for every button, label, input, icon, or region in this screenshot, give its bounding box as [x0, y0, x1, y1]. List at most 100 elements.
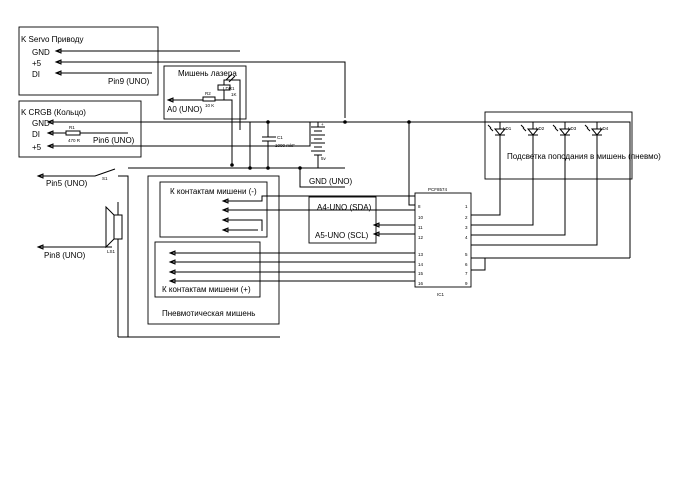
junction-dot [248, 166, 252, 170]
backlight-label: Подсветка поподания в мишень (пневмо) [507, 152, 661, 161]
i2c-wires [374, 224, 415, 235]
ic1-pin: 10 [418, 215, 424, 220]
arrow-icon [46, 119, 54, 125]
ic1-name: IC1 [437, 292, 445, 297]
ic1-pin: 7 [465, 271, 468, 276]
arrow-icon [372, 222, 380, 237]
ic1-pin: 9 [465, 281, 468, 286]
junction-dot [230, 163, 234, 167]
arrow-icon [36, 173, 44, 179]
ic1-pin: 2 [465, 215, 468, 220]
sda-label: A4-UNO (SDA) [317, 203, 372, 212]
led-label: LD4 [600, 126, 609, 131]
c1-name: C1 [277, 135, 283, 140]
gnd-uno-label: GND (UNO) [309, 177, 352, 186]
speaker-wire [38, 202, 119, 337]
gnd-uno-wire [299, 168, 345, 188]
servo-title: K Servo Приводу [21, 35, 83, 44]
pneumatic-target-box [147, 175, 280, 325]
light-arrows-icon [225, 73, 236, 83]
junction-dot [343, 120, 347, 124]
ic1-pin: 12 [418, 235, 424, 240]
led-icon [590, 128, 604, 136]
c1-value: 1000 mkF [275, 143, 295, 148]
servo-connector-box [18, 26, 159, 96]
junction-dot [266, 166, 270, 170]
led-supply-wires [499, 122, 598, 129]
speaker-icon [113, 214, 123, 240]
arrow-icon [36, 244, 44, 250]
ic-vcc-wire [408, 122, 415, 206]
r2-value: 10 K [205, 103, 214, 108]
ic1-pin: 11 [418, 225, 423, 230]
crgb-di-label: DI [32, 130, 40, 139]
crgb-title: K CRGB (Кольцо) [21, 108, 86, 117]
contacts-plus-box [154, 241, 261, 298]
contacts-plus-label: К контактам мишени (+) [162, 285, 251, 294]
capacitor-c1-icon [262, 122, 276, 168]
battery-icon [311, 122, 325, 168]
arrow-icon [54, 48, 62, 54]
r1-name: R1 [69, 125, 75, 130]
led-icon [558, 128, 572, 136]
crgb-gnd-wire [48, 121, 251, 168]
battery-minus-label: 5v [321, 156, 327, 161]
crgb-pin-label: Pin6 (UNO) [93, 136, 135, 145]
ic1-chip [414, 192, 472, 288]
crgb-gnd-label: GND [32, 119, 50, 128]
ldr-value: 1K [231, 92, 237, 97]
led-label: LD1 [503, 126, 512, 131]
servo-di-label: DI [32, 70, 40, 79]
crgb-plus5-wire [48, 122, 311, 147]
arrow-icon [221, 198, 229, 233]
crgb-connector-box [18, 100, 142, 158]
servo-pin-label: Pin9 (UNO) [108, 77, 150, 86]
resistor-r2-icon [202, 96, 216, 102]
i2c-box [308, 196, 377, 244]
ic1-part: PCF8574 [428, 187, 448, 192]
contacts-minus-wires [223, 195, 415, 231]
s1-label: S1 [102, 176, 108, 181]
backlight-box [484, 111, 633, 180]
ic1-pin: 4 [465, 235, 468, 240]
power-bus-wire [240, 121, 631, 258]
led-label: LD2 [536, 126, 545, 131]
pin8-label: Pin8 (UNO) [44, 251, 86, 260]
servo-plus5-wire [56, 61, 346, 118]
arrow-icon [54, 70, 62, 76]
ic1-pin: 3 [465, 225, 468, 230]
servo-plus5-label: +5 [32, 59, 42, 68]
pin5-label: Pin5 (UNO) [46, 179, 88, 188]
pneumo-target-label: Пневмотическая мишень [162, 309, 255, 318]
laser-title: Мишень лазера [178, 69, 237, 78]
led-icon [493, 128, 507, 136]
led-icon [526, 128, 540, 136]
arrow-icon [46, 143, 54, 149]
ic-led-wires [471, 135, 630, 271]
arrow-icon [46, 130, 54, 136]
ldr-name: LDR1 [223, 86, 235, 91]
switch-s1-wire [38, 168, 129, 337]
arrow-icon [166, 97, 174, 103]
servo-gnd-label: GND [32, 48, 50, 57]
ic1-pin: 13 [418, 252, 424, 257]
battery-plus-label: + [321, 122, 324, 127]
ic1-pin: 16 [418, 281, 424, 286]
ic1-pin: 5 [465, 252, 468, 257]
led-label: LD3 [568, 126, 577, 131]
laser-a0-label: A0 (UNO) [167, 105, 202, 114]
laser-wiring [168, 79, 241, 165]
scl-label: A5-UNO (SCL) [315, 231, 369, 240]
crgb-plus5-label: +5 [32, 143, 42, 152]
contacts-plus-wires [170, 252, 415, 282]
ic1-pin: 1 [465, 204, 468, 209]
light-emission-icon [487, 124, 591, 132]
speaker-label: LS1 [107, 249, 116, 254]
arrow-icon [54, 59, 62, 65]
laser-target-box [163, 65, 247, 120]
speaker-cone-icon [105, 205, 115, 249]
resistor-r1-icon [65, 130, 81, 136]
contacts-minus-label: К контактам мишени (-) [170, 187, 257, 196]
ic1-pin: 15 [418, 271, 424, 276]
